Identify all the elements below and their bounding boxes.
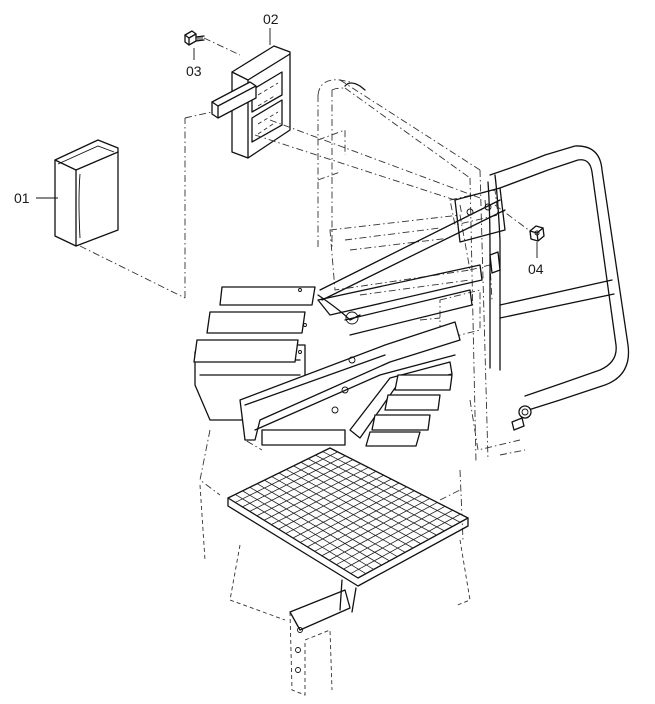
- callout-04: 04: [528, 261, 544, 277]
- handrail: [344, 82, 630, 431]
- grated-platform: [199, 447, 471, 696]
- callout-leaders: [36, 28, 538, 258]
- assembly-lines: [79, 37, 531, 299]
- deck-structure: [193, 199, 506, 447]
- part-01-cover: [54, 139, 119, 247]
- platform-grating: [235, 451, 461, 575]
- callout-03: 03: [186, 63, 202, 79]
- part-04-nut: [529, 225, 545, 242]
- part-02-bracket: [211, 45, 291, 159]
- part-03-bolt: [184, 30, 205, 46]
- callout-02: 02: [263, 11, 279, 27]
- callout-01: 01: [14, 190, 30, 206]
